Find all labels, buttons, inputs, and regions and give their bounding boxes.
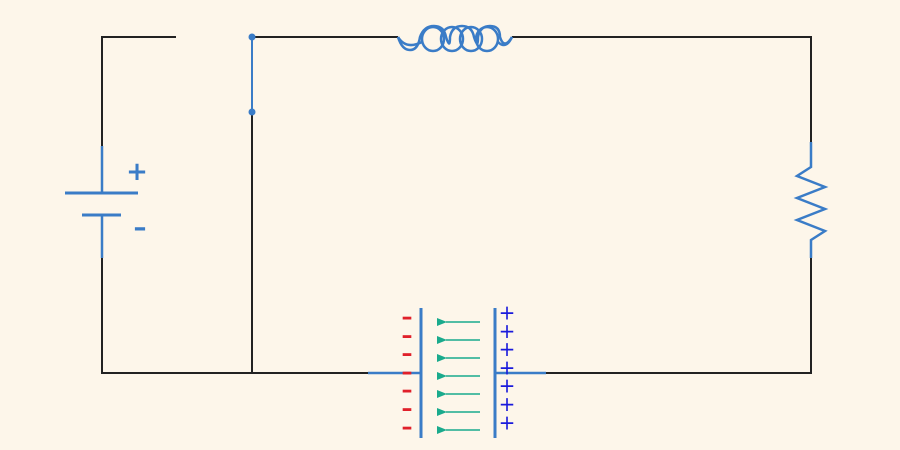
- battery: + –: [65, 146, 148, 258]
- electric-field-arrows: [437, 318, 480, 434]
- positive-charge-sign: +: [499, 410, 516, 434]
- negative-charge-sign: –: [402, 397, 413, 422]
- battery-negative-label: –: [134, 213, 147, 243]
- inductor-loop-3: [458, 25, 484, 53]
- wire-left-top: [101, 36, 176, 146]
- positive-charges: +++++++: [499, 301, 516, 435]
- wire-right-bottom: [546, 258, 812, 374]
- positive-charge-sign: +: [499, 392, 516, 416]
- negative-charge-sign: –: [402, 305, 413, 330]
- battery-positive-label: +: [126, 157, 148, 187]
- positive-charge-sign: +: [499, 355, 516, 379]
- inductor-lead-right: [497, 36, 514, 47]
- wire-top-right: [512, 36, 812, 142]
- negative-charge-sign: –: [402, 360, 413, 385]
- inductor-lead-left: [396, 36, 423, 47]
- negative-charges: –––––––: [402, 305, 413, 440]
- positive-charge-sign: +: [499, 319, 516, 343]
- positive-charge-sign: +: [499, 301, 516, 325]
- wire-bottom-left: [101, 258, 368, 374]
- negative-charge-sign: –: [402, 342, 413, 367]
- negative-charge-sign: –: [402, 323, 413, 348]
- switch-top-contact: [248, 33, 256, 41]
- capacitor: ––––––– +++++++: [368, 301, 546, 440]
- switch-bottom-contact: [248, 108, 256, 116]
- resistor-zigzag: [793, 142, 829, 258]
- inductor: [396, 24, 514, 53]
- positive-charge-sign: +: [499, 337, 516, 361]
- wires: [101, 36, 812, 374]
- resistor: [793, 142, 829, 258]
- inductor-coil: [396, 24, 514, 52]
- positive-charge-sign: +: [499, 374, 516, 398]
- negative-charge-sign: –: [402, 415, 413, 440]
- inductor-loop-2: [439, 25, 465, 53]
- inductor-loop-4: [474, 25, 500, 53]
- switch[interactable]: [248, 33, 256, 116]
- negative-charge-sign: –: [402, 378, 413, 403]
- inductor-loop-1: [420, 25, 446, 53]
